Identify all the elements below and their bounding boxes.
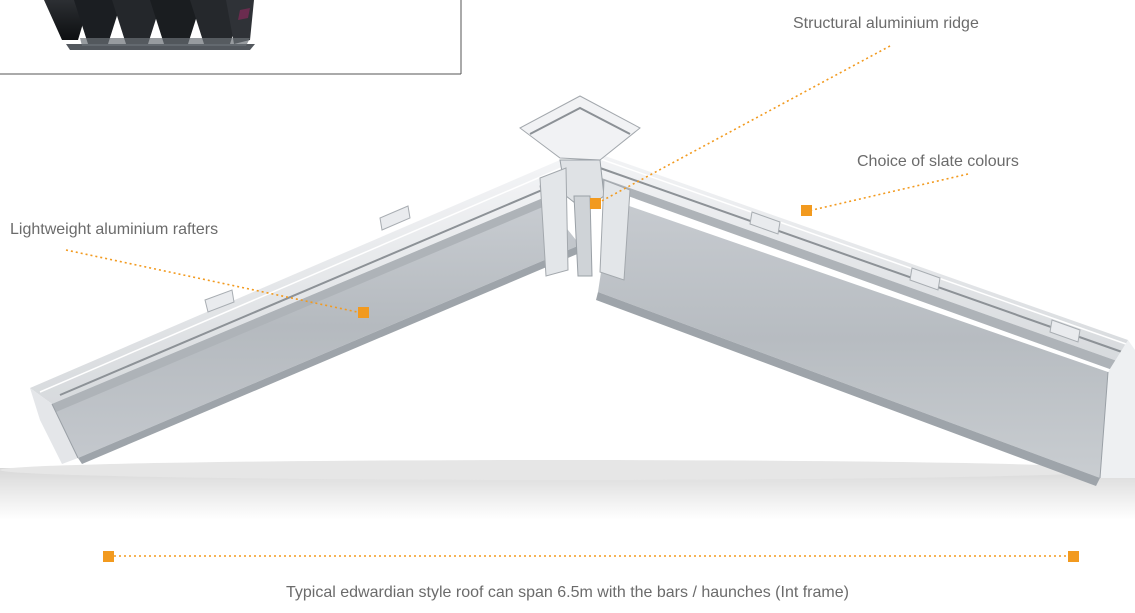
ridge-label: Structural aluminium ridge	[793, 15, 979, 32]
slate-marker	[801, 205, 812, 216]
rafters-label: Lightweight aluminium rafters	[10, 221, 219, 238]
span-dimension	[103, 551, 1079, 562]
rafters-leader-line	[65, 249, 363, 314]
ridge-marker	[590, 198, 601, 209]
ridge-hub	[519, 95, 641, 281]
slate-colours-label: Choice of slate colours	[857, 153, 1019, 170]
span-marker-left	[103, 551, 114, 562]
inset-profile-image	[0, 0, 462, 75]
right-rafter	[588, 150, 1135, 486]
span-marker-right	[1068, 551, 1079, 562]
slate-leader-line	[807, 173, 969, 212]
left-rafter	[30, 160, 588, 464]
callout-leaders	[65, 45, 969, 318]
ridge-leader-line	[595, 45, 891, 205]
rafters-marker	[358, 307, 369, 318]
floor-shadow	[0, 460, 1135, 520]
span-caption: Typical edwardian style roof can span 6.…	[286, 584, 849, 601]
